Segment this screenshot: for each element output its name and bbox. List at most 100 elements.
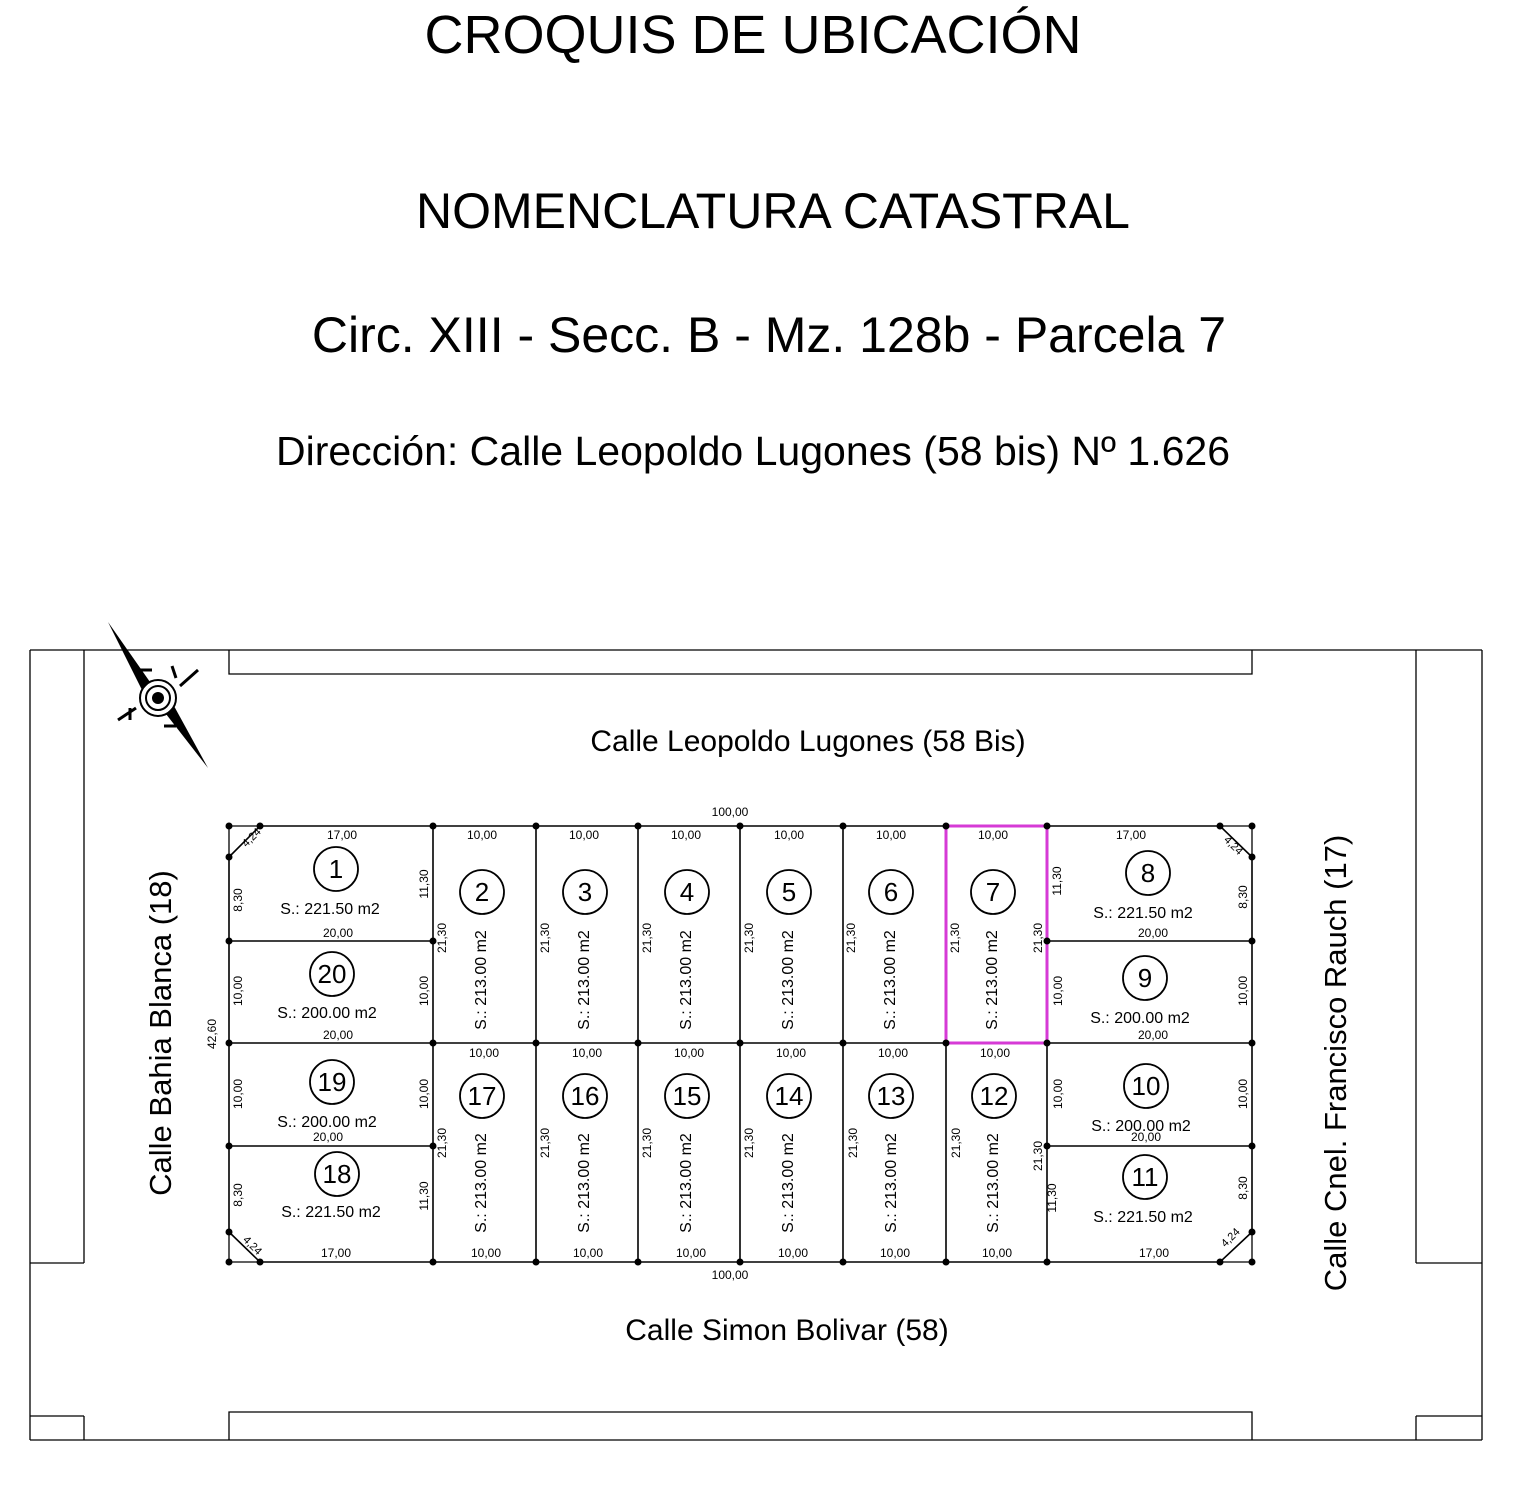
vertex-dot: [1248, 822, 1256, 830]
parcel-number-circle: [313, 846, 359, 892]
address-line: Dirección: Calle Leopoldo Lugones (58 bi…: [276, 428, 1230, 474]
svg-text:10,00: 10,00: [469, 1046, 499, 1060]
svg-text:21,30: 21,30: [948, 923, 962, 953]
svg-text:21,30: 21,30: [640, 1128, 654, 1158]
block-width-top: 100,00: [712, 805, 749, 819]
parcel-number: 17: [468, 1081, 497, 1111]
svg-text:21,30: 21,30: [435, 1128, 449, 1158]
parcel-area: S.: 213.00 m2: [780, 930, 797, 1030]
dimension-labels: 100,00 100,00 42,60 4,24 4,24 4,24 4,24 …: [205, 805, 1250, 1282]
parcel-area: S.: 213.00 m2: [576, 1133, 593, 1233]
parcel-9[interactable]: 9S.: 200.00 m2: [1090, 955, 1190, 1027]
svg-text:17,00: 17,00: [1116, 828, 1146, 842]
parcel-number-circle: [309, 951, 355, 997]
parcel-15[interactable]: 15S.: 213.00 m2: [664, 1073, 710, 1233]
vertex-dot: [1248, 853, 1256, 861]
vertex-dot: [1043, 1142, 1051, 1150]
parcel-14[interactable]: 14S.: 213.00 m2: [766, 1073, 812, 1233]
svg-text:20,00: 20,00: [1138, 926, 1168, 940]
svg-text:10,00: 10,00: [982, 1246, 1012, 1260]
vertex-dot: [429, 1258, 437, 1266]
parcel-number: 6: [884, 877, 898, 907]
svg-text:10,00: 10,00: [671, 828, 701, 842]
vertex-dot: [1043, 822, 1051, 830]
parcel-number-circle: [562, 1073, 608, 1119]
parcel-12[interactable]: 12S.: 213.00 m2: [971, 1073, 1017, 1233]
parcel-number-circle: [766, 869, 812, 915]
parcel-20[interactable]: 20S.: 200.00 m2: [277, 951, 377, 1022]
street-east: Calle Cnel. Francisco Rauch (17): [1318, 835, 1353, 1292]
vertex-dot: [942, 1258, 950, 1266]
parcel-3[interactable]: 3S.: 213.00 m2: [562, 869, 608, 1030]
parcel-7[interactable]: 7S.: 213.00 m2: [970, 869, 1016, 1030]
svg-text:8,30: 8,30: [1236, 1176, 1250, 1200]
parcel-1[interactable]: 1S.: 221.50 m2: [280, 846, 380, 918]
vertex-dot: [1248, 937, 1256, 945]
parcel-2[interactable]: 2S.: 213.00 m2: [459, 869, 505, 1030]
svg-text:4,24: 4,24: [1221, 834, 1245, 858]
parcel-area: S.: 213.00 m2: [678, 930, 695, 1030]
svg-text:11,30: 11,30: [1050, 866, 1064, 895]
svg-text:10,00: 10,00: [778, 1246, 808, 1260]
parcel-area: S.: 213.00 m2: [985, 1133, 1002, 1233]
svg-text:10,00: 10,00: [467, 828, 497, 842]
parcel-16[interactable]: 16S.: 213.00 m2: [562, 1073, 608, 1233]
svg-text:10,00: 10,00: [417, 976, 431, 1006]
vertex-dot: [1248, 1142, 1256, 1150]
parcel-number-circle: [1123, 1063, 1169, 1109]
svg-text:21,30: 21,30: [1031, 1141, 1045, 1171]
parcel-area: S.: 200.00 m2: [277, 1005, 377, 1022]
parcel-area: S.: 221.50 m2: [1093, 905, 1193, 922]
svg-text:21,30: 21,30: [538, 923, 552, 953]
parcel-17[interactable]: 17S.: 213.00 m2: [459, 1073, 505, 1233]
vertex-dot: [1248, 1258, 1256, 1266]
parcel-5[interactable]: 5S.: 213.00 m2: [766, 869, 812, 1030]
parcel-19[interactable]: 19S.: 200.00 m2: [277, 1059, 377, 1131]
svg-text:8,30: 8,30: [231, 1183, 245, 1207]
parcel-number-circle: [766, 1073, 812, 1119]
svg-text:20,00: 20,00: [323, 926, 353, 940]
parcel-number: 13: [877, 1081, 906, 1111]
svg-text:21,30: 21,30: [1031, 923, 1045, 953]
vertex-dot: [736, 1039, 744, 1047]
svg-text:10,00: 10,00: [674, 1046, 704, 1060]
parcel-area: S.: 200.00 m2: [277, 1114, 377, 1131]
parcel-area: S.: 213.00 m2: [576, 930, 593, 1030]
parcel-number: 2: [475, 877, 489, 907]
parcel-8[interactable]: 8S.: 221.50 m2: [1093, 850, 1193, 922]
svg-text:21,30: 21,30: [742, 923, 756, 953]
svg-text:21,30: 21,30: [435, 923, 449, 953]
subtitle: NOMENCLATURA CATASTRAL: [416, 183, 1130, 239]
vertex-dot: [225, 1228, 233, 1236]
parcel-6[interactable]: 6S.: 213.00 m2: [868, 869, 914, 1030]
svg-text:21,30: 21,30: [844, 923, 858, 953]
svg-text:10,00: 10,00: [978, 828, 1008, 842]
svg-text:10,00: 10,00: [1236, 1079, 1250, 1109]
parcel-number: 18: [323, 1159, 352, 1189]
svg-text:10,00: 10,00: [876, 828, 906, 842]
parcel-area: S.: 221.50 m2: [1093, 1209, 1193, 1226]
parcel-13[interactable]: 13S.: 213.00 m2: [868, 1073, 914, 1233]
vertex-dot: [1216, 822, 1224, 830]
svg-text:10,00: 10,00: [231, 976, 245, 1006]
vertex-dot: [1248, 1039, 1256, 1047]
svg-text:10,00: 10,00: [676, 1246, 706, 1260]
parcel-4[interactable]: 4S.: 213.00 m2: [664, 869, 710, 1030]
vertex-dot: [634, 822, 642, 830]
parcel-area: S.: 200.00 m2: [1090, 1010, 1190, 1027]
svg-text:20,00: 20,00: [1138, 1028, 1168, 1042]
svg-text:10,00: 10,00: [1051, 1079, 1065, 1109]
svg-text:10,00: 10,00: [1236, 976, 1250, 1006]
parcel-area: S.: 221.50 m2: [281, 1204, 381, 1221]
vertex-dot: [634, 1258, 642, 1266]
vertex-dot: [736, 822, 744, 830]
parcel-number-circle: [1125, 850, 1171, 896]
parcel-11[interactable]: 11S.: 221.50 m2: [1093, 1154, 1193, 1226]
vertex-dot: [225, 1039, 233, 1047]
parcel-18[interactable]: 18S.: 221.50 m2: [281, 1151, 381, 1221]
highlighted-parcel-7[interactable]: [944, 824, 1049, 1045]
vertex-dot: [1216, 1258, 1224, 1266]
vertex-dot: [839, 1258, 847, 1266]
parcel-10[interactable]: 10S.: 200.00 m2: [1091, 1063, 1191, 1135]
street-outlines: [29, 649, 1483, 1441]
